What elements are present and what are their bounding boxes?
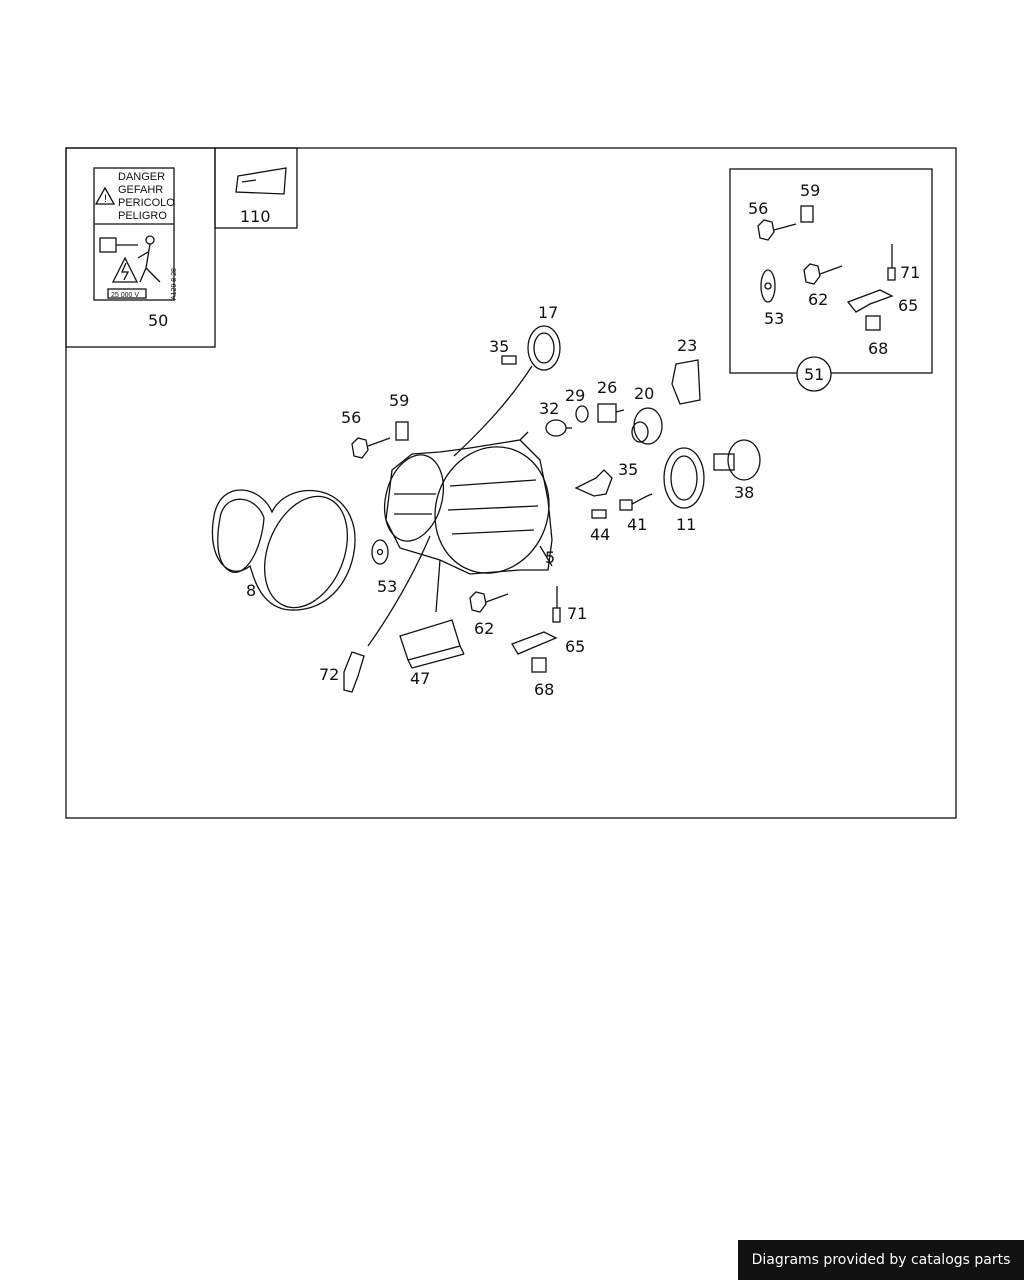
callout-26: 26	[597, 378, 617, 397]
callout-35-h7-bulb: 35	[618, 460, 638, 479]
callout-inset-56: 56	[748, 199, 768, 218]
callout-47: 47	[410, 669, 430, 688]
warning-text: DANGER GEFAHR PERICOLO PELIGRO 25 000 V …	[111, 171, 178, 300]
callout-inset-53: 53	[764, 309, 784, 328]
part-110-box	[214, 147, 298, 229]
callout-51-circle	[796, 356, 832, 392]
callout-inset-59: 59	[800, 181, 820, 200]
callout-11: 11	[676, 515, 696, 534]
svg-text:25 000 V: 25 000 V	[111, 292, 139, 299]
high-voltage-icon	[99, 235, 161, 283]
callout-59: 59	[389, 391, 409, 410]
callout-inset-65: 65	[898, 296, 918, 315]
svg-text:PELIGRO: PELIGRO	[118, 210, 167, 222]
callout-labels: 50 110 51 56 59 71 53 62 65 68 17 35 23 …	[148, 181, 920, 699]
callout-68: 68	[534, 680, 554, 699]
callout-65: 65	[565, 637, 585, 656]
headlamp-housing-5	[385, 439, 553, 575]
callout-32: 32	[539, 399, 559, 418]
callout-110: 110	[240, 207, 271, 226]
callout-inset-62: 62	[808, 290, 828, 309]
bezel-8	[211, 489, 356, 611]
headlamp-parts	[211, 325, 761, 693]
svg-text:!: !	[104, 193, 107, 205]
svg-text:DANGER: DANGER	[118, 171, 165, 183]
callout-51: 51	[804, 365, 824, 384]
svg-text:GEFAHR: GEFAHR	[118, 184, 163, 196]
warning-triangle-icon	[94, 186, 116, 205]
callout-29: 29	[565, 386, 585, 405]
callout-38: 38	[734, 483, 754, 502]
svg-text:A129 8 28: A129 8 28	[171, 268, 178, 300]
callout-72: 72	[319, 665, 339, 684]
callout-56: 56	[341, 408, 361, 427]
callout-41: 41	[627, 515, 647, 534]
callout-62: 62	[474, 619, 494, 638]
callout-44: 44	[590, 525, 610, 544]
warning-label-box	[65, 147, 216, 348]
callout-17: 17	[538, 303, 558, 322]
callout-23: 23	[677, 336, 697, 355]
svg-text:PERICOLO: PERICOLO	[118, 197, 175, 209]
callout-inset-71: 71	[900, 263, 920, 282]
diagram-frame	[65, 147, 957, 819]
callout-50: 50	[148, 311, 168, 330]
callout-inset-68: 68	[868, 339, 888, 358]
warning-sticker: !	[93, 167, 175, 301]
callout-20: 20	[634, 384, 654, 403]
part-110-glass	[235, 167, 287, 195]
inset-parts	[757, 205, 896, 331]
callout-71: 71	[567, 604, 587, 623]
callout-53: 53	[377, 577, 397, 596]
callout-8: 8	[246, 581, 256, 600]
callout-5: 5	[545, 548, 555, 567]
diagram-credit: Diagrams provided by catalogs parts	[738, 1240, 1024, 1280]
callout-35-small-bulb: 35	[489, 337, 509, 356]
